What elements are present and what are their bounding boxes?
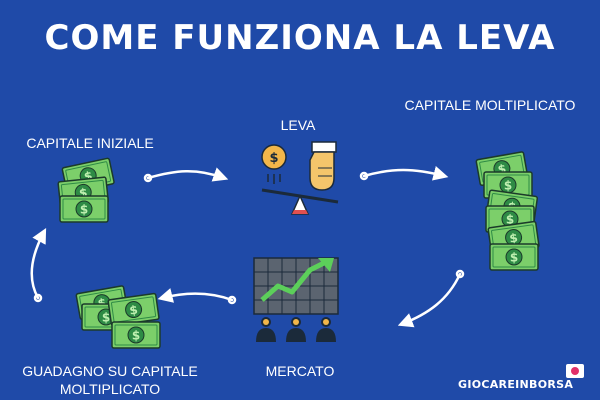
- label-guadagno-line2: MOLTIPLICATO: [59, 381, 161, 397]
- arrow-mercato-to-guadagno: [157, 288, 234, 303]
- label-guadagno-line1: GUADAGNO SU CAPITALE: [22, 363, 198, 379]
- arrow-capitale-to-leva: [146, 167, 229, 182]
- svg-text:$: $: [269, 151, 278, 166]
- arrow-moltiplicato-to-mercato: [397, 272, 462, 328]
- label-mercato: MERCATO: [265, 363, 335, 379]
- label-guadagno: GUADAGNO SU CAPITALE MOLTIPLICATO: [0, 362, 220, 398]
- money-stack-icon: [475, 150, 540, 271]
- arrow-guadagno-to-capitale: [30, 228, 47, 300]
- flow-arrows: [30, 166, 465, 328]
- lever-scale-icon: $: [261, 141, 339, 215]
- dollar-coin-icon: $: [261, 144, 287, 184]
- brand-badge-icon: [566, 364, 584, 378]
- brand-logo: GIOCAREINBORSA: [458, 378, 574, 391]
- label-capitale-moltiplicato: CAPITALE MOLTIPLICATO: [404, 97, 576, 113]
- market-chart-icon: [253, 257, 339, 342]
- label-leva: LEVA: [280, 117, 316, 133]
- money-stack-icon: [57, 157, 116, 223]
- money-stack-icon: [75, 284, 161, 349]
- label-capitale-iniziale: CAPITALE INIZIALE: [26, 135, 154, 151]
- page-title: COME FUNZIONA LA LEVA: [44, 18, 556, 58]
- arrow-leva-to-moltiplicato: [362, 166, 449, 181]
